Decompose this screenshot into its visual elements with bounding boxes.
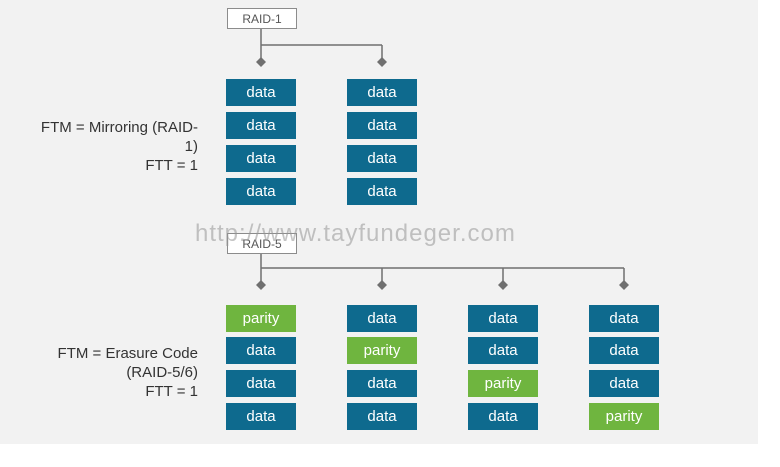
connector-diamond bbox=[498, 280, 508, 290]
raid5-data-block: data bbox=[226, 370, 296, 397]
raid5-data-block: data bbox=[226, 403, 296, 430]
raid1-data-block: data bbox=[226, 79, 296, 106]
raid1-label: RAID-1 bbox=[227, 8, 297, 29]
raid5-data-block: data bbox=[347, 370, 417, 397]
raid5-data-block: data bbox=[468, 403, 538, 430]
connector-lines bbox=[256, 29, 629, 290]
raid5-data-block: data bbox=[347, 403, 417, 430]
raid5-parity-block: parity bbox=[226, 305, 296, 332]
connector-diamond bbox=[256, 280, 266, 290]
raid1-description-line: 1) bbox=[184, 138, 198, 155]
raid5-data-block: data bbox=[589, 370, 659, 397]
connector-diamond bbox=[377, 57, 387, 67]
raid5-parity-block: parity bbox=[468, 370, 538, 397]
raid5-data-block: data bbox=[468, 305, 538, 332]
raid1-description-line: FTM = Mirroring (RAID- bbox=[40, 119, 198, 136]
connector-diamond bbox=[619, 280, 629, 290]
raid1-description: FTM = Mirroring (RAID- 1) FTT = 1 bbox=[0, 118, 198, 175]
connector-diamond bbox=[256, 57, 266, 67]
raid1-data-block: data bbox=[347, 112, 417, 139]
raid5-description-line: FTM = Erasure Code bbox=[57, 345, 198, 362]
raid5-data-block: data bbox=[589, 337, 659, 364]
raid5-description-line: (RAID-5/6) bbox=[126, 364, 198, 381]
raid5-label: RAID-5 bbox=[227, 233, 297, 254]
connector-diamond bbox=[377, 280, 387, 290]
diagram-canvas: RAID-1 RAID-5 FTM = Mirroring (RAID- 1) … bbox=[0, 0, 758, 444]
raid1-data-block: data bbox=[347, 79, 417, 106]
raid1-data-block: data bbox=[347, 178, 417, 205]
raid1-data-block: data bbox=[226, 145, 296, 172]
raid1-data-block: data bbox=[226, 178, 296, 205]
raid5-data-block: data bbox=[347, 305, 417, 332]
raid1-description-line: FTT = 1 bbox=[145, 157, 198, 174]
raid5-description-line: FTT = 1 bbox=[145, 383, 198, 400]
raid5-data-block: data bbox=[226, 337, 296, 364]
raid5-parity-block: parity bbox=[589, 403, 659, 430]
raid5-data-block: data bbox=[468, 337, 538, 364]
raid1-data-block: data bbox=[226, 112, 296, 139]
raid5-parity-block: parity bbox=[347, 337, 417, 364]
raid5-description: FTM = Erasure Code (RAID-5/6) FTT = 1 bbox=[0, 344, 198, 401]
raid5-data-block: data bbox=[589, 305, 659, 332]
raid1-data-block: data bbox=[347, 145, 417, 172]
watermark-text: http://www.tayfundeger.com bbox=[195, 220, 516, 247]
